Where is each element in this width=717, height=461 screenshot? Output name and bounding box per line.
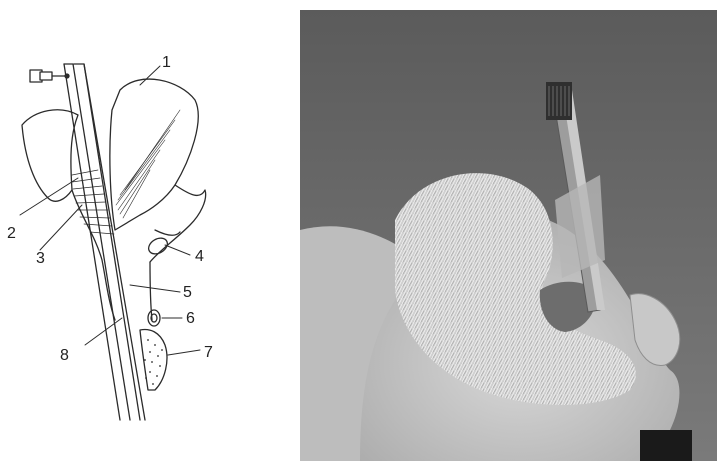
leader-lines <box>20 66 200 355</box>
ring-structure <box>148 310 160 326</box>
diagram-label-2: 2 <box>7 225 16 242</box>
diagram-label-5: 5 <box>183 284 192 301</box>
diagram-label-1: 1 <box>162 54 171 71</box>
epiglottis-shape <box>110 79 198 230</box>
diagram-label-8: 8 <box>60 347 69 364</box>
diagram-label-7: 7 <box>204 344 213 361</box>
photo-scale-block <box>640 430 692 461</box>
diagram-label-3: 3 <box>36 250 45 267</box>
tongue-base-contour <box>22 110 115 320</box>
instrument-tube <box>64 64 145 420</box>
diagram-label-6: 6 <box>186 310 195 327</box>
anatomical-diagram: 1 2 3 4 5 6 7 8 <box>0 0 300 461</box>
patient-photo <box>300 10 717 461</box>
stippled-tissue <box>140 330 167 390</box>
diagram-label-4: 4 <box>195 248 204 265</box>
connector-valve-icon <box>30 70 69 82</box>
